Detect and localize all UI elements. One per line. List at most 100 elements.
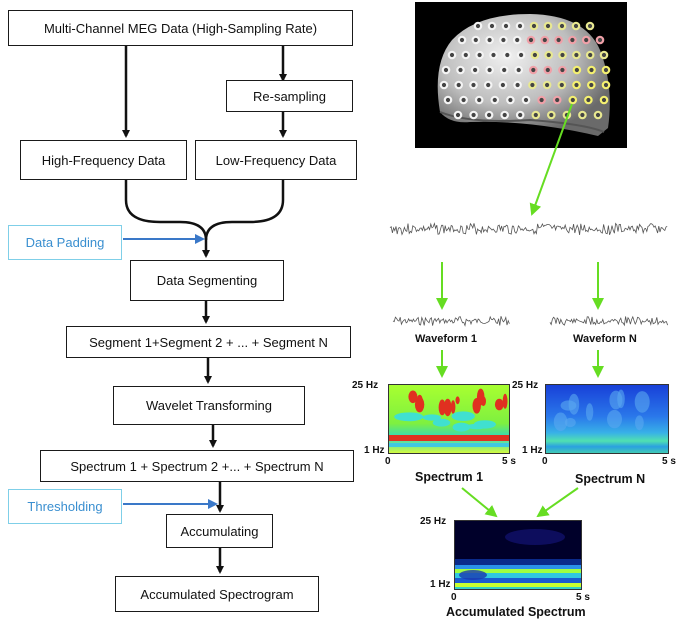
accumulated-x-left: 0: [451, 592, 457, 603]
sensor-dot: [558, 50, 567, 60]
sensor-dot: [601, 80, 611, 90]
sensor-dot: [513, 80, 522, 90]
sensor-dot: [584, 95, 593, 105]
sensor-dot: [568, 35, 577, 45]
sensor-dot: [585, 50, 595, 60]
spectrum-n-x-left: 0: [542, 456, 548, 467]
sensor-dot: [512, 35, 522, 45]
sensor-dot: [599, 50, 609, 60]
resampling-box: Re-sampling: [226, 80, 353, 112]
sensor-dot: [501, 21, 511, 31]
accumulated-spectrum-title: Accumulated Spectrum: [446, 605, 586, 619]
low-frequency-box: Low-Frequency Data: [195, 140, 357, 180]
sensor-dot: [557, 80, 567, 90]
accumulated-y-bottom: 1 Hz: [430, 579, 451, 590]
sensor-dot: [531, 110, 541, 120]
sensor-dot: [599, 95, 609, 105]
sensor-dot: [490, 95, 500, 105]
sensor-dot: [515, 110, 525, 120]
sensor-dot: [572, 65, 582, 75]
waveform-n-label: Waveform N: [573, 333, 637, 345]
sensor-dot: [457, 35, 467, 45]
sensor-dot: [552, 95, 562, 105]
sensor-dot: [546, 110, 556, 120]
sensor-dot: [499, 35, 508, 45]
sensor-dot: [453, 110, 463, 120]
sensor-dot: [485, 35, 494, 45]
data-padding-box: Data Padding: [8, 225, 122, 260]
spectrum-1-title: Spectrum 1: [415, 470, 484, 484]
sensor-dot: [543, 65, 553, 75]
sensor-dot: [530, 50, 540, 60]
waveform-1-trace: [392, 315, 510, 327]
sensor-dot: [489, 50, 498, 60]
spectrum-1-y-top: 25 Hz: [352, 380, 379, 391]
data-segmenting-box: Data Segmenting: [130, 260, 284, 301]
high-frequency-box: High-Frequency Data: [20, 140, 187, 180]
sensor-dot: [498, 80, 508, 90]
sensor-dot: [528, 80, 537, 90]
sensor-dot: [515, 21, 525, 31]
spectrum-n-x-right: 5 s: [662, 456, 676, 467]
sensor-dot: [595, 35, 605, 45]
spectrum-n-y-bottom: 1 Hz: [522, 445, 543, 456]
sensor-dot: [447, 50, 457, 60]
accumulating-box: Accumulating: [166, 514, 273, 548]
sensor-dot: [554, 35, 563, 45]
wavelet-transforming-box: Wavelet Transforming: [113, 386, 305, 425]
spectrum-1-heatmap: [388, 384, 510, 454]
segments-box: Segment 1+Segment 2 + ... + Segment N: [66, 326, 351, 358]
sensor-dot: [456, 65, 465, 75]
sensor-dot: [528, 65, 538, 75]
sensor-dot: [572, 80, 581, 90]
sensor-dot: [581, 35, 591, 45]
sensor-dot: [537, 95, 546, 105]
sensor-dot: [542, 80, 552, 90]
sensor-dot: [514, 65, 524, 75]
arrow-spectrum-1-to-accumulated: [461, 487, 498, 518]
sensor-dot: [572, 50, 581, 60]
sensor-dot: [506, 95, 515, 105]
waveform-1-label: Waveform 1: [415, 333, 477, 345]
sensor-dot: [469, 80, 478, 90]
sensor-dot: [529, 21, 539, 31]
sensor-dot: [473, 21, 483, 31]
sensor-dot: [521, 95, 531, 105]
arrow-sensor-to-signal: [529, 103, 573, 216]
sensor-dot: [578, 110, 587, 120]
sensor-dot: [526, 35, 536, 45]
sensor-dot: [585, 21, 595, 31]
merge-connector: [124, 180, 285, 241]
sensor-dot: [443, 95, 453, 105]
meg-helmet-image: [415, 2, 627, 148]
sensor-dot: [543, 21, 553, 31]
thresholding-box: Thresholding: [8, 489, 122, 524]
sensor-dot: [571, 21, 581, 31]
sensor-dot: [470, 65, 480, 75]
meg-data-box: Multi-Channel MEG Data (High-Sampling Ra…: [8, 10, 353, 46]
sensor-dot: [586, 80, 596, 90]
arrow-spectrum-n-to-accumulated: [536, 487, 579, 518]
accumulated-y-top: 25 Hz: [420, 516, 447, 527]
sensor-dot: [499, 65, 509, 75]
spectra-box: Spectrum 1 + Spectrum 2 +... + Spectrum …: [40, 450, 354, 482]
sensor-dot: [454, 80, 464, 90]
spectrum-n-y-top: 25 Hz: [512, 380, 539, 391]
accumulated-spectrum-heatmap: [454, 520, 582, 590]
spectrum-1-y-bottom: 1 Hz: [364, 445, 385, 456]
sensor-dot: [441, 65, 451, 75]
accumulated-x-right: 5 s: [576, 592, 590, 603]
sensor-dot: [587, 65, 596, 75]
sensor-dot: [516, 50, 526, 60]
sensor-dot: [544, 50, 554, 60]
sensor-dot: [502, 50, 512, 60]
sensor-dot: [557, 21, 567, 31]
flow-arrows: [122, 46, 287, 574]
sensor-dot: [487, 21, 497, 31]
meg-signal-waveform: [389, 222, 668, 236]
sensor-dot: [593, 110, 603, 120]
sensor-dot: [558, 65, 567, 75]
sensor-dot: [601, 65, 611, 75]
sensor-dot: [474, 95, 484, 105]
